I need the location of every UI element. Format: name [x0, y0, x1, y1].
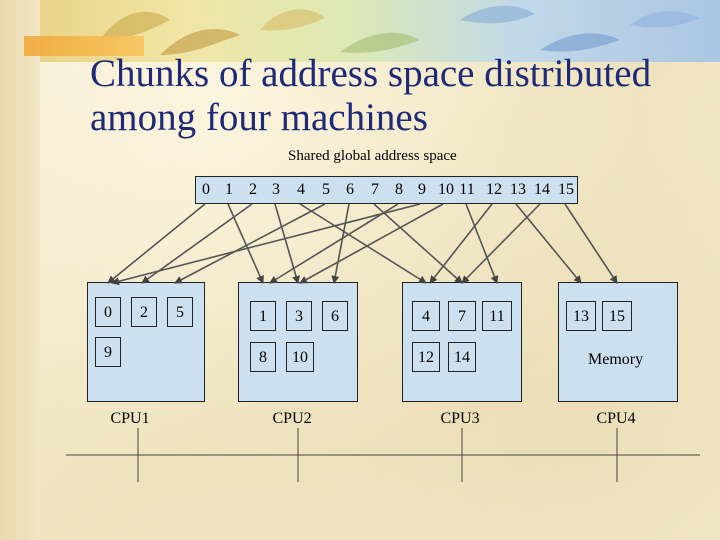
arrow-6-cpu2: [331, 203, 350, 284]
address-cell-14: 14: [534, 181, 550, 198]
address-cell-6: 6: [346, 181, 354, 198]
cpu2-chunk-10: 10: [286, 342, 314, 372]
cpu1-chunk-9: 9: [95, 337, 121, 367]
address-cell-7: 7: [371, 181, 379, 198]
arrow-5-cpu1: [174, 203, 326, 284]
cpu3-label: CPU3: [440, 410, 480, 427]
arrow-3-cpu2: [274, 203, 300, 284]
cpu3-chunk-12: 12: [412, 342, 440, 372]
cpu2-chunk-6: 6: [322, 301, 348, 331]
slide-left-strip: [0, 0, 40, 540]
cpu3-chunk-7: 7: [448, 301, 476, 331]
cpu4-label: CPU4: [596, 410, 636, 427]
arrow-9-cpu1: [111, 203, 421, 286]
address-cell-1: 1: [225, 181, 233, 198]
address-cell-0: 0: [202, 181, 210, 198]
cpu2-chunk-8: 8: [250, 342, 276, 372]
cpu2-label: CPU2: [272, 410, 312, 427]
cpu4-chunk-15: 15: [602, 301, 632, 331]
address-cell-5: 5: [322, 181, 330, 198]
leaf-pattern: [100, 5, 700, 55]
arrow-8-cpu2: [269, 203, 399, 284]
address-cell-10: 10: [438, 181, 454, 198]
arrow-11-cpu3: [465, 203, 499, 284]
cpu3-chunk-14: 14: [448, 342, 476, 372]
arrow-15-cpu4: [564, 203, 618, 284]
arrow-13-cpu4: [515, 203, 582, 284]
arrow-4-cpu3: [299, 203, 427, 284]
arrow-1-cpu2: [227, 203, 264, 284]
arrow-10-cpu2: [299, 203, 444, 284]
address-cell-4: 4: [297, 181, 305, 198]
cpu1-chunk-2: 2: [131, 297, 157, 327]
cpu4-chunk-13: 13: [566, 301, 596, 331]
arrow-12-cpu3: [429, 203, 493, 284]
address-cell-12: 12: [486, 181, 502, 198]
cpu3-chunk-4: 4: [412, 301, 440, 331]
address-cell-8: 8: [395, 181, 403, 198]
address-space-caption: Shared global address space: [288, 148, 457, 164]
slide-title: Chunks of address space distributed amon…: [90, 52, 652, 139]
cpu3-chunk-11: 11: [482, 301, 512, 331]
address-cell-13: 13: [510, 181, 526, 198]
address-cell-15: 15: [558, 181, 574, 198]
decorative-banner: [40, 0, 720, 62]
arrow-14-cpu3: [461, 203, 541, 284]
arrow-7-cpu3: [373, 203, 463, 284]
cpu1-chunk-0: 0: [95, 297, 121, 327]
shared-address-space-bar: 0 1 2 3 4 5 6 7 8 9 10 11 12 13 14 15: [195, 176, 578, 204]
accent-bar: [24, 36, 144, 56]
address-cell-3: 3: [272, 181, 280, 198]
cpu1-label: CPU1: [110, 410, 150, 427]
arrow-0-cpu1: [107, 203, 206, 284]
cpu2-chunk-3: 3: [286, 301, 312, 331]
address-cell-2: 2: [249, 181, 257, 198]
address-cell-11: 11: [459, 181, 475, 198]
address-cell-9: 9: [418, 181, 426, 198]
memory-label: Memory: [588, 351, 644, 368]
cpu1-chunk-5: 5: [167, 297, 193, 327]
cpu2-chunk-1: 1: [250, 301, 276, 331]
